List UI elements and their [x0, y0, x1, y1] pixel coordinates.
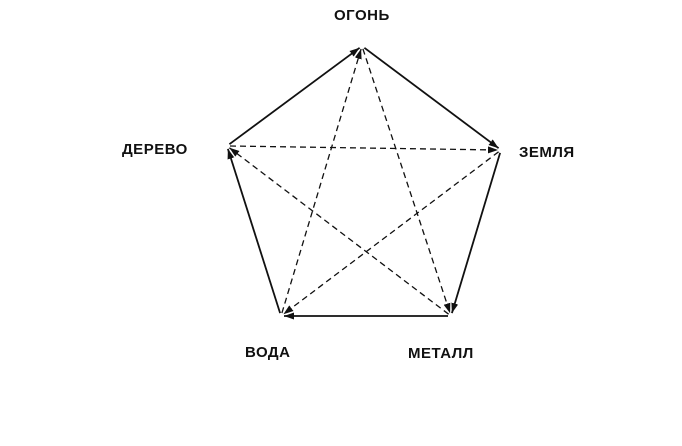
generating-cycle-arrows: [227, 47, 501, 320]
arrow-metal-to-wood: [229, 147, 449, 315]
metal-label: МЕТАЛЛ: [408, 345, 474, 362]
fire-label: ОГОНЬ: [334, 7, 390, 24]
arrow-water-to-wood: [227, 148, 281, 314]
water-label: ВОДА: [245, 344, 291, 361]
arrow-fire-to-earth: [363, 47, 500, 149]
arrow-earth-to-metal: [451, 152, 501, 314]
arrow-earth-to-water: [283, 151, 499, 315]
arrow-wood-to-earth: [229, 145, 499, 154]
arrow-wood-to-fire: [228, 47, 361, 145]
wood-label: ДЕРЕВО: [122, 141, 188, 158]
arrow-water-to-fire: [281, 48, 362, 314]
earth-label: ЗЕМЛЯ: [519, 144, 575, 161]
arrow-fire-to-metal: [362, 48, 451, 314]
controlling-cycle-arrows: [229, 48, 499, 315]
